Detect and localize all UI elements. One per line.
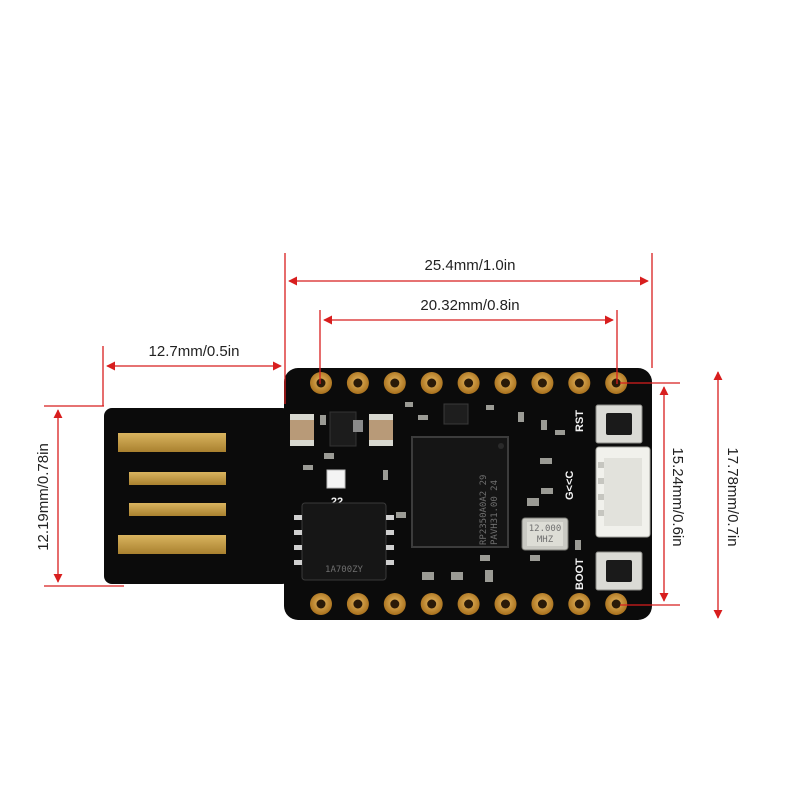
pad-hole — [501, 378, 510, 388]
pad-hole — [427, 599, 437, 609]
pad-hole — [501, 599, 510, 609]
crystal-oscillator: 12.000 MHZ — [521, 517, 569, 551]
rst-button — [595, 404, 643, 444]
pad-hole — [390, 599, 400, 609]
connector-pin-labels: G<<C — [564, 471, 576, 500]
dim-label-pin-rows: 15.24mm/0.6in — [669, 447, 686, 546]
pad-hole — [353, 599, 363, 609]
rst-label: RST — [574, 410, 586, 432]
pad-hole — [537, 378, 547, 388]
status-led — [326, 469, 346, 489]
crystal-unit: MHZ — [537, 535, 554, 545]
mcu-marking-line1: RP2350A0A2 29 — [479, 475, 489, 545]
boot-label: BOOT — [574, 558, 586, 590]
pad-hole — [611, 378, 621, 388]
regulator-chip — [329, 411, 357, 447]
capacitors — [290, 414, 393, 446]
pad-hole — [464, 378, 474, 388]
dim-label-pin-span: 20.32mm/0.8in — [420, 297, 519, 314]
boot-button — [595, 551, 643, 591]
small-chip — [443, 403, 469, 425]
pad-hole — [574, 599, 584, 609]
pad-hole — [537, 599, 547, 609]
pad-hole — [611, 599, 621, 609]
dim-label-board-height: 17.78mm/0.7in — [724, 447, 741, 546]
pin-row-top — [310, 372, 628, 394]
dim-label-usb-width: 12.19mm/0.78in — [35, 443, 52, 551]
pad-hole — [574, 378, 584, 388]
pad-hole — [316, 378, 326, 388]
usb-contacts — [118, 433, 226, 554]
pad-hole — [316, 599, 326, 609]
crystal-freq: 12.000 — [529, 524, 562, 534]
usb-contact — [118, 433, 226, 452]
jst-connector — [595, 446, 651, 538]
pad-hole — [390, 378, 400, 388]
flash-marking: 1A700ZY — [325, 565, 364, 575]
dimension-annotations — [44, 253, 723, 619]
usb-contact — [129, 503, 226, 516]
dim-label-width: 25.4mm/1.0in — [425, 257, 516, 274]
mcu-chip: RP2350A0A2 29 PAVH31.00 24 — [411, 436, 509, 548]
dim-label-usb-length: 12.7mm/0.5in — [149, 343, 240, 360]
smd-components — [303, 402, 581, 582]
flash-chip: 1A700ZY — [294, 502, 394, 581]
pin-row-bottom — [310, 593, 628, 615]
pad-hole — [464, 599, 474, 609]
pad-hole — [427, 378, 437, 388]
pad-hole — [353, 378, 363, 388]
mcu-marking-line2: PAVH31.00 24 — [490, 480, 500, 545]
usb-contact — [129, 472, 226, 485]
usb-contact — [118, 535, 226, 554]
